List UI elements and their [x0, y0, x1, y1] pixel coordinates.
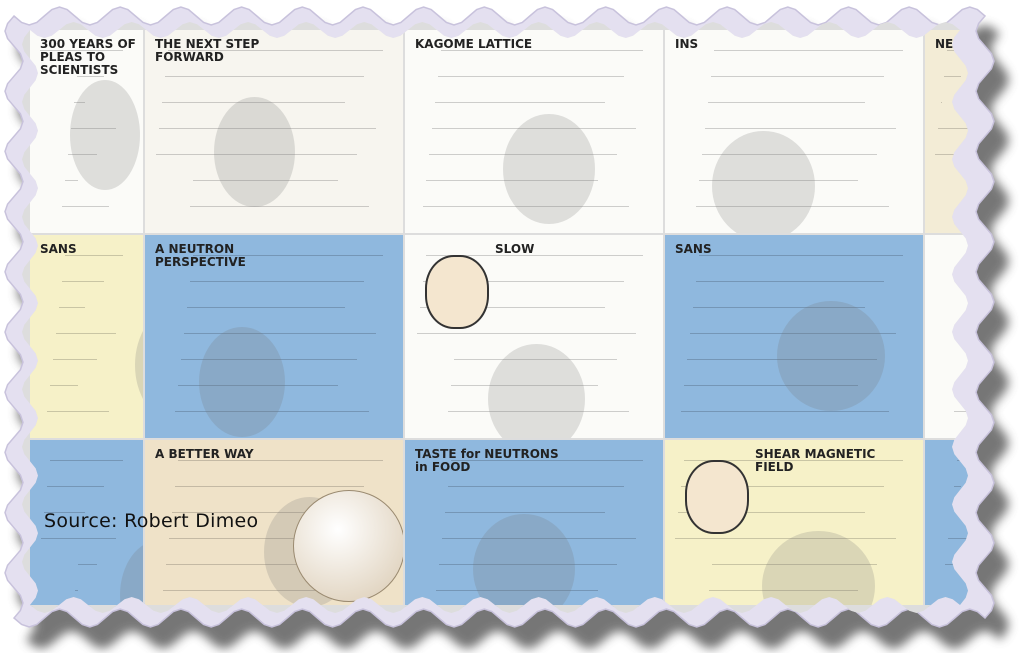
portrait-sketch	[425, 255, 489, 329]
sketchnote-tile: A BETTER WAY	[145, 440, 405, 607]
tile-title: INS	[675, 37, 699, 51]
sketchnote-tile: INS	[665, 30, 925, 235]
portrait-sketch	[685, 460, 749, 534]
tile-title: A NEUTRON PERSPECTIVE	[155, 242, 246, 270]
sketchnote-tile: SANS	[665, 235, 925, 440]
sketchnote-tile: SHEAR MAGNETIC FIELD	[665, 440, 925, 607]
sphere-sketch	[293, 490, 405, 602]
tile-title: THE NEXT STEP FORWARD	[155, 37, 260, 65]
sketchnote-tile: 300 YEARS OF PLEAS TO SCIENTISTS	[30, 30, 145, 235]
tile-title: SHEAR MAGNETIC FIELD	[755, 447, 876, 475]
tile-title: 300 YEARS OF PLEAS TO SCIENTISTS	[40, 37, 136, 78]
sketchnote-tile: THE NEXT STEP FORWARD	[145, 30, 405, 235]
sketchnote-tile: SANS	[30, 235, 145, 440]
sketchnote-tile	[30, 440, 145, 607]
tile-title: SANS	[40, 242, 77, 256]
tile-title: A BETTER WAY	[155, 447, 254, 461]
tile-title: TASTE for NEUTRONS in FOOD	[415, 447, 559, 475]
tile-title: KAGOME LATTICE	[415, 37, 533, 51]
source-caption: Source: Robert Dimeo	[44, 510, 259, 532]
tile-title: SLOW	[495, 242, 535, 256]
sketchnote-tile: A NEUTRON PERSPECTIVE	[145, 235, 405, 440]
sketchnote-tile: SLOW	[405, 235, 665, 440]
sketchnote-tile: TASTE for NEUTRONS in FOOD	[405, 440, 665, 607]
sketchnote-tile: KAGOME LATTICE	[405, 30, 665, 235]
tile-title: SANS	[675, 242, 712, 256]
